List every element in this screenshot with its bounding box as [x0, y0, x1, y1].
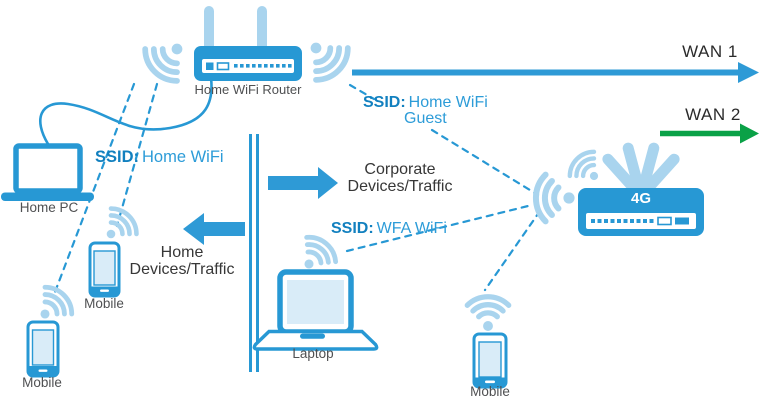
wifi-signal-icon — [467, 297, 508, 331]
router-port — [206, 62, 214, 70]
wan2-arrow — [660, 123, 759, 144]
home-traffic-arrow — [183, 213, 245, 245]
wifi-signal-icon — [139, 29, 197, 87]
link-laptop-4g — [345, 204, 530, 253]
laptop-label: Laptop — [292, 346, 334, 361]
router-antenna — [257, 6, 267, 52]
home-traffic-label: Home Devices/Traffic — [129, 244, 235, 278]
4g-antennas — [602, 142, 680, 196]
mobile-icon — [472, 332, 508, 389]
wifi-signal-icon — [565, 147, 609, 191]
mobile-bottom-right-label: Mobile — [470, 384, 510, 399]
ssid-home-wifi-guest-label: SSID:Home WiFi Guest — [363, 94, 488, 127]
wan1-arrow — [352, 62, 759, 83]
mobile-mid-label: Mobile — [84, 296, 124, 311]
home-pc-icon — [1, 143, 94, 201]
ssid-home-wifi-label: SSID:Home WiFi — [95, 148, 224, 166]
mobile-icon — [88, 241, 121, 298]
home-pc-label: Home PC — [19, 200, 79, 215]
corporate-traffic-arrow — [268, 167, 338, 199]
router-leds — [234, 64, 292, 68]
4g-router-icon — [578, 142, 704, 236]
wireless-links — [53, 82, 542, 294]
home-router-label: Home WiFi Router — [194, 82, 302, 97]
router-antenna — [204, 6, 214, 52]
network-separation-barrier — [249, 134, 259, 372]
4g-leds — [591, 219, 654, 223]
link-router-mobile-mid — [115, 82, 159, 228]
wired-link-router-home-pc — [39, 69, 213, 146]
4g-router-label: 4G — [630, 190, 651, 207]
link-guest-label-4g — [430, 128, 540, 197]
ssid-wfa-wifi-label: SSID:WFA WiFi — [331, 220, 447, 237]
wan1-label: WAN 1 — [682, 42, 738, 61]
home-wifi-router-icon — [194, 6, 302, 81]
wifi-signal-icon — [536, 175, 575, 222]
link-4g-mobile-bottom-right — [483, 209, 542, 292]
link-router-guest-label — [348, 83, 376, 101]
mobile-icon — [26, 320, 60, 378]
mobile-bottom-left-label: Mobile — [22, 375, 62, 390]
link-router-mobile-bottom-left — [53, 82, 136, 294]
wan2-label: WAN 2 — [685, 105, 741, 124]
wifi-signal-icon — [296, 28, 354, 86]
corporate-traffic-label: Corporate Devices/Traffic — [347, 161, 453, 195]
laptop-icon — [252, 269, 379, 351]
